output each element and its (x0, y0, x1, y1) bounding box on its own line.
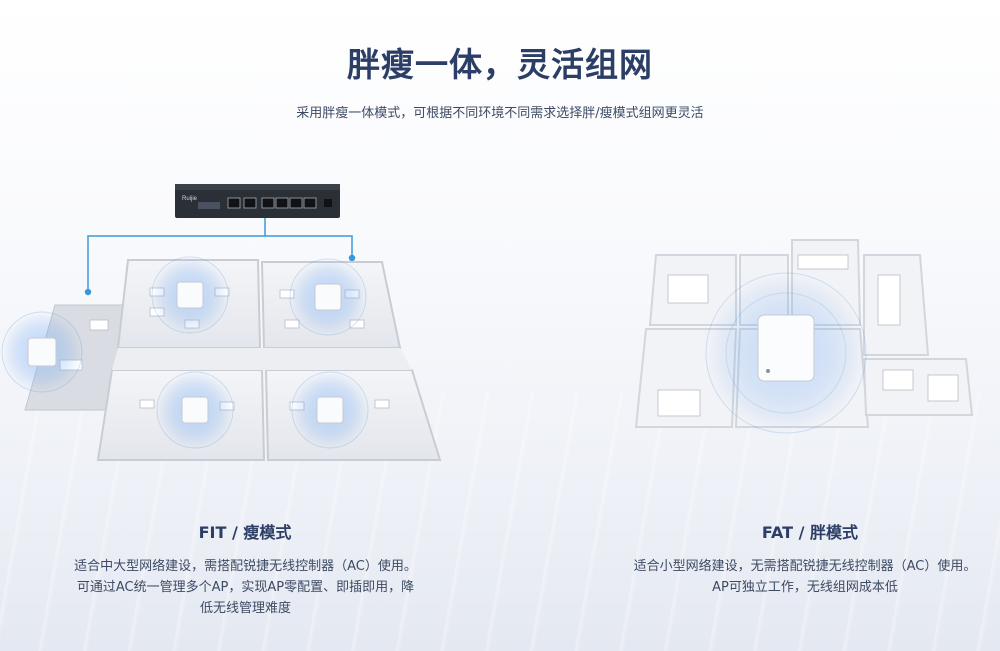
fit-mode-title: FIT / 瘦模式 (198, 523, 292, 542)
fit-desc-line: 低无线管理难度 (199, 601, 291, 616)
network-cables (84, 218, 356, 296)
furniture (657, 254, 959, 417)
ap-upper-left (151, 256, 229, 334)
ap-upper-right (289, 258, 367, 336)
ap-lower-right (291, 371, 369, 449)
ap-lower-left (156, 371, 234, 449)
fit-mode-illustration: Ruijie (0, 170, 460, 470)
fat-desc-line: 适合小型网络建设，无需搭配锐捷无线控制器（AC）使用。 (633, 559, 977, 574)
network-switch: Ruijie (175, 184, 340, 218)
ap-fat (705, 272, 867, 434)
ap-left (1, 311, 83, 393)
page-subtitle: 采用胖瘦一体模式，可根据不同环境不同需求选择胖/瘦模式组网更灵活 (296, 106, 704, 121)
fat-mode-description: 适合小型网络建设，无需搭配锐捷无线控制器（AC）使用。 AP可独立工作，无线组网… (610, 556, 1000, 598)
fit-mode-description: 适合中大型网络建设，需搭配锐捷无线控制器（AC）使用。 可通过AC统一管理多个A… (48, 556, 443, 619)
fit-desc-line: 可通过AC统一管理多个AP，实现AP零配置、即插即用，降 (76, 580, 415, 595)
fat-mode-illustration (628, 235, 1000, 445)
fat-desc-line: AP可独立工作，无线组网成本低 (712, 580, 898, 595)
fat-mode-title: FAT / 胖模式 (761, 523, 859, 542)
fat-home-floorplan (634, 239, 974, 434)
switch-brand-label: Ruijie (182, 196, 198, 202)
fit-office-floorplan: Ruijie (1, 184, 442, 461)
page-title: 胖瘦一体，灵活组网 (347, 45, 653, 84)
fit-desc-line: 适合中大型网络建设，需搭配锐捷无线控制器（AC）使用。 (74, 559, 417, 574)
access-points (1, 256, 369, 449)
